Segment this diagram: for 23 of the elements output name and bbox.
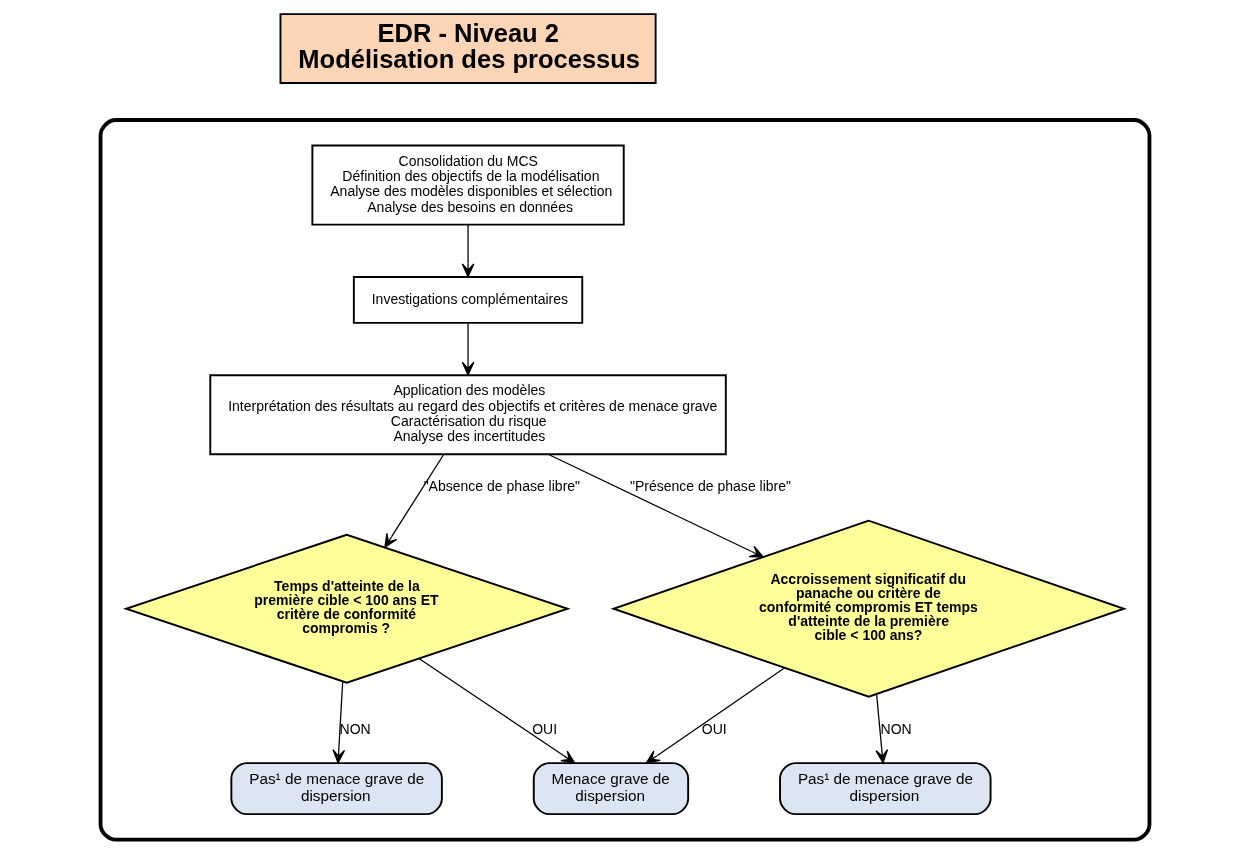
arrow	[461, 223, 474, 277]
arrow	[418, 657, 575, 764]
arrow	[874, 693, 888, 763]
node-box: EDR - Niveau 2 Modélisation des processus	[279, 12, 657, 84]
node-box: Menace grave de dispersion	[532, 761, 689, 815]
edge-label: "Absence de phase libre"	[423, 477, 580, 494]
node-box: Investigations complémentaires	[352, 275, 583, 324]
node-box: Pas¹ de menace grave de dispersion	[229, 761, 443, 815]
arrow	[547, 453, 764, 558]
node-box: Application des modèles Interprétation des résultats au regard des objectifs et critères de menace grave Caractérisation du risque Analyse des incertitudes	[208, 373, 727, 455]
edge-label: NON	[880, 720, 912, 737]
cluster	[98, 117, 1151, 842]
arrow	[383, 453, 444, 548]
arrow	[331, 680, 345, 763]
edge-label: OUI	[701, 720, 727, 737]
node-box: Pas¹ de menace grave de dispersion	[778, 761, 992, 815]
edge-label: NON	[339, 720, 371, 737]
edge-label: "Présence de phase libre"	[629, 477, 791, 494]
node-diamond: Accroissement significatif du panache ou critère de conformité compromis ET temps d'atteinte de la première cible < 100 ans?	[610, 519, 1127, 698]
edge-label: OUI	[531, 720, 557, 737]
arrow	[645, 666, 785, 764]
node-box: Consolidation du MCS Définition des objectifs de la modélisation Analyse des modèles disponibles et sélection Analyse des besoins en données	[310, 144, 625, 226]
arrow	[461, 322, 474, 376]
